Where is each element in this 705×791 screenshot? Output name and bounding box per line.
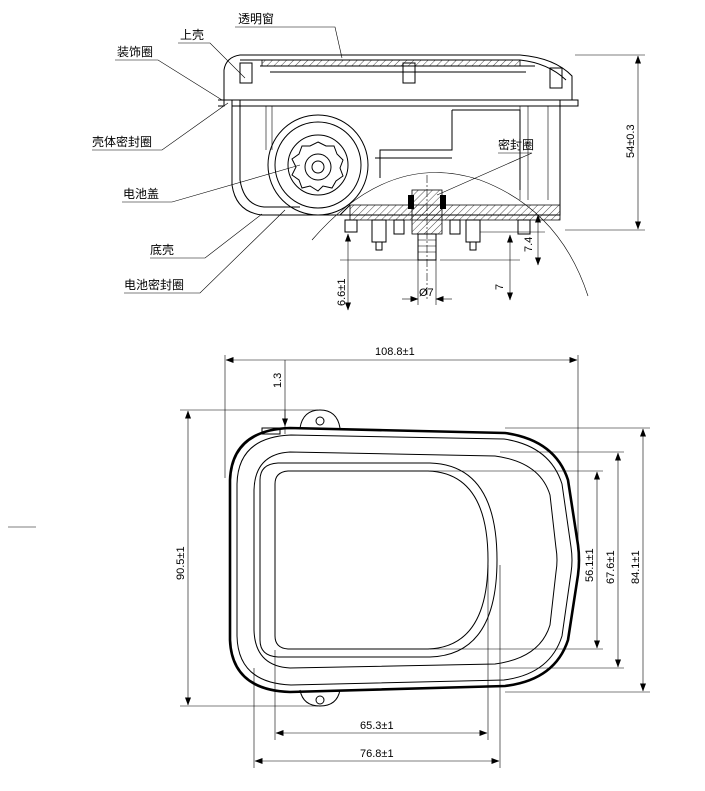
label-transparent-window: 透明窗 [238, 12, 274, 26]
dim-gap-7-4: 7.4 [523, 237, 535, 252]
battery-cover-gear [291, 141, 344, 192]
inner-frame [253, 451, 558, 669]
section-view: 透明窗 上壳 装饰圈 壳体密封圈 电池盖 底壳 电池密封圈 密封圈 54±0.3… [92, 12, 645, 311]
display-window-inner [274, 470, 489, 650]
label-battery-cover: 电池盖 [123, 187, 159, 201]
dim-inner-height: 67.6±1 [605, 550, 617, 584]
display-window-outer [259, 462, 498, 658]
label-upper-shell: 上壳 [180, 28, 204, 42]
label-seal-ring: 密封圈 [498, 137, 534, 152]
dim-outer-height: 84.1±1 [630, 550, 642, 584]
label-bottom-shell: 底壳 [150, 242, 174, 257]
dim-depth-7: 7 [494, 284, 506, 290]
dim-height-side: 54±0.3 [625, 124, 637, 158]
mounting-tab-bottom [299, 689, 341, 707]
dim-inner-width: 76.8±1 [360, 748, 394, 760]
mounting-tab-top [299, 409, 341, 429]
dim-diameter-7: Ø7 [419, 287, 434, 299]
label-battery-seal: 电池密封圈 [124, 277, 184, 292]
bottom-shell-section [349, 204, 561, 221]
dim-window-width: 65.3±1 [360, 720, 394, 732]
dim-overall-width: 108.8±1 [375, 346, 415, 358]
upper-shell-outline [223, 54, 573, 100]
transparent-window-section [261, 59, 521, 67]
decor-ring-outline [228, 426, 581, 694]
label-shell-seal: 壳体密封圈 [92, 134, 152, 149]
dim-window-height: 56.1±1 [584, 548, 596, 582]
dim-overall-height: 90.5±1 [175, 546, 187, 580]
battery-cover-outline [267, 114, 369, 216]
label-decor-ring: 装饰圈 [117, 45, 153, 59]
plan-view: 108.8±1 1.3 90.5±1 56.1±1 67.6±1 84.1±1 … [8, 346, 650, 768]
dim-thread-6-6: 6.6±1 [336, 279, 348, 306]
dim-tab-1-3: 1.3 [272, 373, 284, 388]
